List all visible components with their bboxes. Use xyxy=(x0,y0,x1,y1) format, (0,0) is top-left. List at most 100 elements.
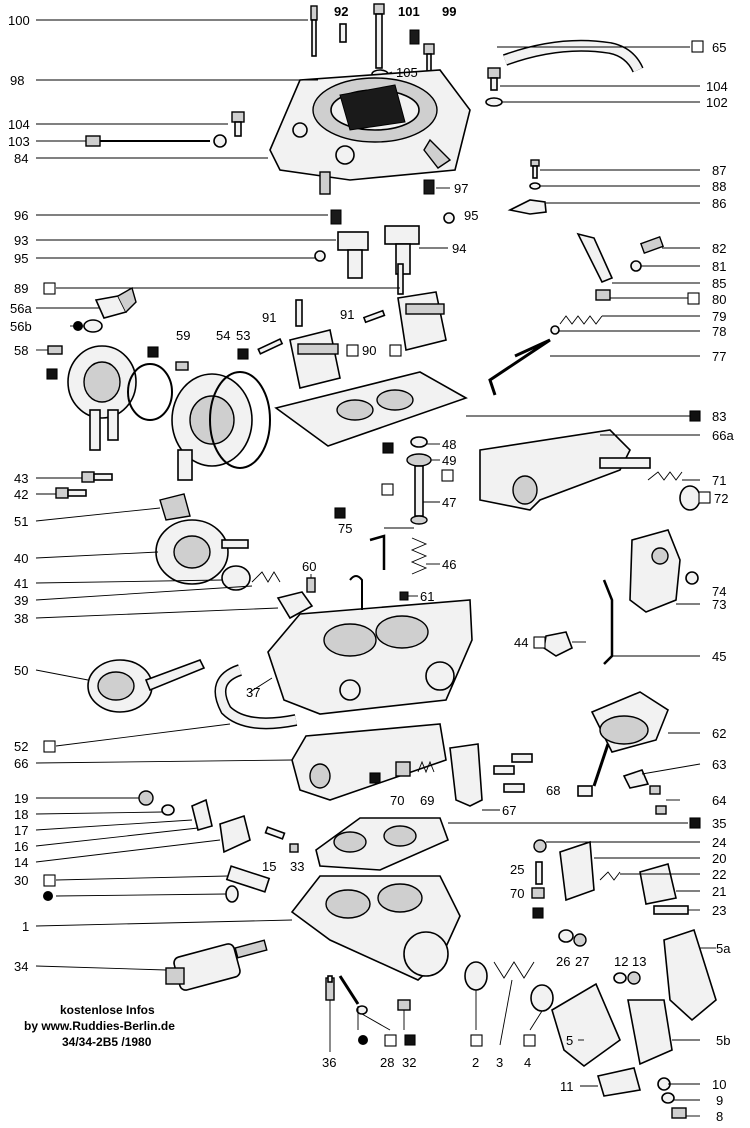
callout-38: 38 xyxy=(14,611,28,626)
callout-51: 51 xyxy=(14,514,28,529)
bushing-2 xyxy=(464,961,488,991)
footer-line-3: 34/34-2B5 /1980 xyxy=(62,1035,152,1049)
callout-41: 41 xyxy=(14,576,28,591)
callout-73: 73 xyxy=(712,597,726,612)
screw-8 xyxy=(671,1107,687,1119)
callout-5a: 5a xyxy=(716,941,731,956)
pump-piston-47 xyxy=(410,465,428,525)
callout-92: 92 xyxy=(334,4,348,19)
spring-46 xyxy=(410,537,428,575)
dot-36 xyxy=(358,1035,368,1045)
choke-cover xyxy=(67,345,137,451)
callout-10: 10 xyxy=(712,1077,726,1092)
box-90a xyxy=(346,344,359,357)
cap-72 xyxy=(679,485,701,511)
callout-33: 33 xyxy=(290,859,304,874)
callout-89: 89 xyxy=(14,281,28,296)
lever-85 xyxy=(576,232,614,284)
callout-42: 42 xyxy=(14,487,28,502)
callout-62: 62 xyxy=(712,726,726,741)
callout-18: 18 xyxy=(14,807,28,822)
throttle-body-1 xyxy=(290,875,461,981)
screw-58 xyxy=(47,345,63,355)
callout-50: 50 xyxy=(14,663,28,678)
callout-12: 12 xyxy=(614,954,628,969)
callout-23: 23 xyxy=(712,903,726,918)
box-filled-left xyxy=(147,346,159,358)
callout-66: 66 xyxy=(14,756,28,771)
callout-17: 17 xyxy=(14,823,28,838)
screw-42 xyxy=(55,487,87,499)
diaphragm-49 xyxy=(406,453,432,467)
screw-104-left xyxy=(231,111,245,137)
callout-30: 30 xyxy=(14,873,28,888)
pin-91-right xyxy=(362,309,386,324)
box-filled-70b xyxy=(532,907,544,919)
callout-20: 20 xyxy=(712,851,726,866)
dot-30 xyxy=(43,891,53,901)
callout-96: 96 xyxy=(14,208,28,223)
callout-21: 21 xyxy=(712,884,726,899)
callout-64: 64 xyxy=(712,793,726,808)
box-90b xyxy=(389,344,402,357)
screw-59 xyxy=(175,361,189,371)
callout-104-left: 104 xyxy=(8,117,30,132)
callout-56a: 56a xyxy=(10,301,32,316)
ring-41 xyxy=(221,565,251,591)
callout-88: 88 xyxy=(712,179,726,194)
lever-20 xyxy=(559,840,595,902)
callout-43: 43 xyxy=(14,471,28,486)
seal-56b xyxy=(83,319,103,333)
screws-68 xyxy=(493,753,533,793)
pulldown-unit-62 xyxy=(577,691,669,797)
spring-22 xyxy=(599,871,621,881)
screw-60 xyxy=(306,577,316,593)
spring-69 xyxy=(417,760,435,774)
box-47 xyxy=(381,483,394,496)
reference-symbols xyxy=(43,40,711,1047)
screw-36 xyxy=(325,975,335,1001)
callout-14: 14 xyxy=(14,855,28,870)
screw-92 xyxy=(339,23,347,43)
box-filled-83 xyxy=(689,410,701,422)
screw-30 xyxy=(225,865,271,903)
gasket-ring xyxy=(127,363,173,421)
footer-info: kostenlose Infos by www.Ruddies-Berlin.d… xyxy=(24,1003,175,1049)
callout-91-right: 91 xyxy=(340,307,354,322)
callout-49: 49 xyxy=(442,453,456,468)
nut-13 xyxy=(627,971,641,985)
washer-78 xyxy=(550,325,560,335)
bracket-51 xyxy=(159,493,191,521)
callout-95-left: 95 xyxy=(14,251,28,266)
callout-13: 13 xyxy=(632,954,646,969)
callout-65: 65 xyxy=(712,40,726,55)
lever-86 xyxy=(507,199,547,215)
callout-36: 36 xyxy=(322,1055,336,1070)
box-89 xyxy=(43,282,56,295)
callout-72: 72 xyxy=(714,491,728,506)
callout-34: 34 xyxy=(14,959,28,974)
callout-105: 105 xyxy=(396,65,418,80)
nut-27 xyxy=(573,933,587,947)
leader-lines xyxy=(35,19,716,1117)
box-72 xyxy=(698,491,711,504)
callout-39: 39 xyxy=(14,593,28,608)
nipple-82 xyxy=(639,235,665,255)
callout-97: 97 xyxy=(454,181,468,196)
parts-illustration xyxy=(47,3,717,1119)
callout-46: 46 xyxy=(442,557,456,572)
screw-23 xyxy=(653,905,689,915)
callout-40: 40 xyxy=(14,551,28,566)
callout-32: 32 xyxy=(402,1055,416,1070)
callout-75: 75 xyxy=(338,521,352,536)
washer-18 xyxy=(161,804,175,816)
linkage-plate-66 xyxy=(291,723,447,801)
callout-102: 102 xyxy=(706,95,728,110)
callout-4: 4 xyxy=(524,1055,531,1070)
plate-11 xyxy=(596,1067,642,1097)
jet-97 xyxy=(423,179,435,195)
nut-81 xyxy=(630,260,642,272)
float-90 xyxy=(289,291,447,389)
jet-101 xyxy=(409,29,420,45)
callout-37: 37 xyxy=(246,685,260,700)
